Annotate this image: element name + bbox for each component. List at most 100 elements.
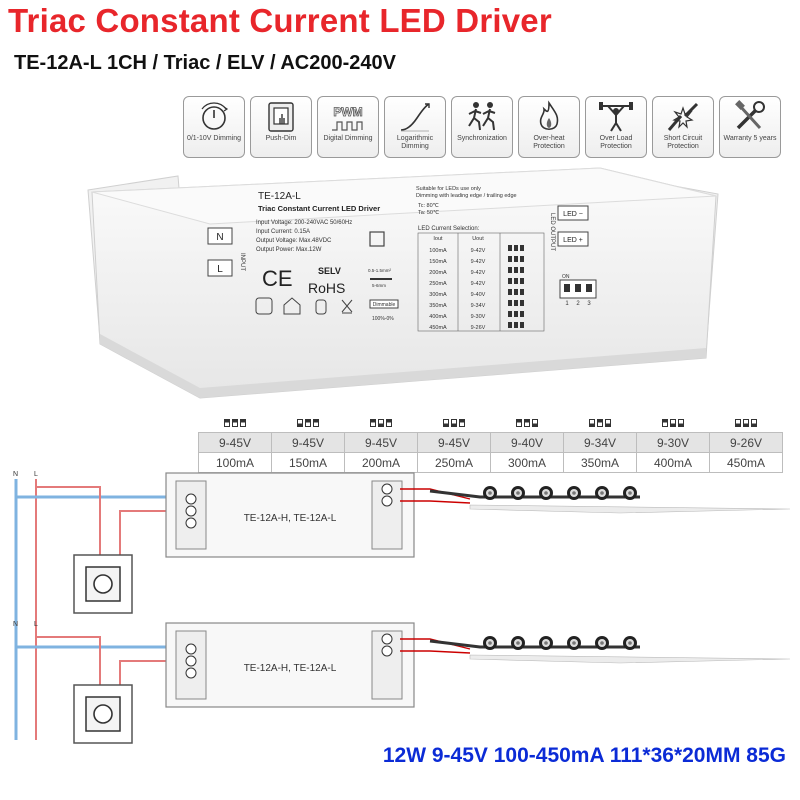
terminal-led-plus bbox=[557, 231, 589, 247]
label-suitable: Suitable for LEDs use only bbox=[416, 186, 481, 192]
voltage-cell: 9-26V bbox=[709, 432, 783, 453]
dip-setting bbox=[199, 412, 272, 433]
driver-model-text-1: TE-12A-H, TE-12A-L bbox=[244, 513, 337, 524]
feature-label: Digital Dimming bbox=[323, 135, 373, 142]
feature-synchronization: Synchronization bbox=[451, 96, 513, 158]
push-button-icon bbox=[268, 102, 294, 132]
voltage-cell: 9-45V bbox=[271, 432, 345, 453]
current-voltage-table: 9-45V 9-45V 9-45V 9-45V 9-40V 9-34V 9-30… bbox=[198, 412, 783, 473]
row-uout: 9-40V bbox=[471, 292, 486, 298]
dip-setting-row bbox=[199, 412, 783, 433]
feature-log-dimming: Logarithmic Dimming bbox=[384, 96, 446, 158]
row-uout: 9-42V bbox=[471, 259, 486, 265]
label-output-voltage: Output Voltage: Max.48VDC bbox=[256, 238, 332, 244]
spec-summary: 12W 9-45V 100-450mA 111*36*20MM 85G bbox=[382, 744, 786, 767]
feature-label: Warranty 5 years bbox=[723, 135, 777, 142]
row-uout: 9-42V bbox=[471, 281, 486, 287]
terminal-l-label: L bbox=[217, 264, 223, 275]
dip-setting bbox=[491, 412, 564, 433]
row-uout: 9-42V bbox=[471, 248, 486, 254]
label-tc: Tc: 80℃ bbox=[418, 203, 440, 209]
feature-icon-row: 0/1-10V Dimming Push-Dim PWM Digital Dim… bbox=[183, 96, 781, 158]
terminal-l bbox=[207, 259, 233, 277]
mains-n-label: N bbox=[13, 471, 18, 478]
current-selection-rows: 100mA 9-42V 150mA 9-42V 200mA 9-42V 250m… bbox=[429, 248, 485, 331]
driver-model-text-2: TE-12A-H, TE-12A-L bbox=[244, 663, 337, 674]
input-label: INPUT bbox=[239, 253, 245, 271]
voltage-cell: 9-30V bbox=[636, 432, 710, 453]
label-dimming-edge: Dimming with leading edge / trailing edg… bbox=[416, 193, 517, 199]
feature-label: Push-Dim bbox=[265, 135, 297, 142]
mains-l-label: L bbox=[34, 621, 38, 628]
row-iout: 150mA bbox=[429, 259, 447, 265]
col-iout: Iout bbox=[433, 236, 443, 242]
label-product-name: Triac Constant Current LED Driver bbox=[258, 204, 380, 213]
feature-dimming-0-10v: 0/1-10V Dimming bbox=[183, 96, 245, 158]
feature-short-circuit: Short Circuit Protection bbox=[652, 96, 714, 158]
wire-spec: 0.5-1.5mm² bbox=[368, 268, 392, 273]
feature-label: 0/1-10V Dimming bbox=[186, 135, 242, 142]
led-output-label: LED OUTPUT bbox=[549, 213, 555, 251]
dip-1-label: 1 bbox=[565, 301, 569, 307]
wiring-diagram-1: N L TE-12A-H, TE-12A-L bbox=[13, 471, 791, 740]
tools-icon bbox=[735, 100, 765, 130]
row-iout: 200mA bbox=[429, 270, 447, 276]
label-indicator-square bbox=[369, 231, 385, 247]
current-cell: 200mA bbox=[344, 452, 418, 473]
current-cell: 400mA bbox=[636, 452, 710, 473]
log-curve-icon bbox=[400, 103, 430, 132]
row-uout: 9-42V bbox=[471, 270, 486, 276]
row-uout: 9-30V bbox=[471, 314, 486, 320]
terminal-led-minus bbox=[557, 205, 589, 221]
runners-icon bbox=[468, 102, 496, 131]
selv-mark: SELV bbox=[318, 266, 341, 276]
row-iout: 250mA bbox=[429, 281, 447, 287]
col-uout: Uout bbox=[472, 236, 484, 242]
dial-icon bbox=[201, 102, 229, 130]
feature-digital-dimming: PWM Digital Dimming bbox=[317, 96, 379, 158]
voltage-cell: 9-45V bbox=[417, 432, 491, 453]
dip-setting bbox=[418, 412, 491, 433]
dip-3-label: 3 bbox=[587, 301, 591, 307]
spark-icon bbox=[667, 102, 699, 131]
dimmable-label: Dimmable bbox=[373, 302, 396, 308]
feature-label: Synchronization bbox=[457, 135, 507, 142]
feature-warranty: Warranty 5 years bbox=[719, 96, 781, 158]
dim-range: 100%-0% bbox=[372, 316, 394, 322]
terminal-n-label: N bbox=[216, 232, 223, 243]
flame-icon bbox=[539, 100, 559, 131]
feature-push-dim: Push-Dim bbox=[250, 96, 312, 158]
svg-text:PWM: PWM bbox=[333, 105, 362, 119]
current-cell: 350mA bbox=[563, 452, 637, 473]
voltage-cell: 9-45V bbox=[198, 432, 272, 453]
row-iout: 100mA bbox=[429, 248, 447, 254]
dip-switch-column bbox=[508, 245, 524, 328]
wiring-diagram-2: N L TE-12A-H, TE-12A-L bbox=[13, 621, 791, 744]
current-cell: 450mA bbox=[709, 452, 783, 473]
row-iout: 350mA bbox=[429, 303, 447, 309]
label-ta: Ta: 50℃ bbox=[418, 210, 440, 216]
product-photo: N L INPUT TE-12A-L Triac Constant Curren… bbox=[87, 167, 719, 399]
ce-mark: CE bbox=[262, 266, 293, 291]
feature-over-heat: Over-heat Protection bbox=[518, 96, 580, 158]
feature-label: Logarithmic Dimming bbox=[396, 135, 434, 150]
mains-n-label: N bbox=[13, 621, 18, 628]
feature-label: Short Circuit Protection bbox=[663, 135, 703, 150]
feature-over-load: Over Load Protection bbox=[585, 96, 647, 158]
wiring-diagram: N L TE-12A-H, TE-12A-L N L TE-12A-H bbox=[13, 471, 791, 744]
selection-title: LED Current Selection: bbox=[418, 226, 480, 232]
page-title: Triac Constant Current LED Driver bbox=[8, 2, 552, 39]
led-minus-label: LED − bbox=[563, 211, 583, 218]
current-cell: 300mA bbox=[490, 452, 564, 473]
row-iout: 300mA bbox=[429, 292, 447, 298]
dip-2-label: 2 bbox=[576, 301, 580, 307]
current-cell: 100mA bbox=[198, 452, 272, 473]
feature-label: Over-heat Protection bbox=[533, 135, 565, 150]
row-uout: 9-26V bbox=[471, 325, 486, 331]
label-input-current: Input Current: 0.15A bbox=[256, 229, 310, 235]
row-iout: 450mA bbox=[429, 325, 447, 331]
dip-setting bbox=[345, 412, 418, 433]
current-row: 100mA 150mA 200mA 250mA 300mA 350mA 400m… bbox=[198, 452, 783, 473]
terminal-n bbox=[207, 227, 233, 245]
wall-dimmer-1 bbox=[73, 554, 133, 614]
